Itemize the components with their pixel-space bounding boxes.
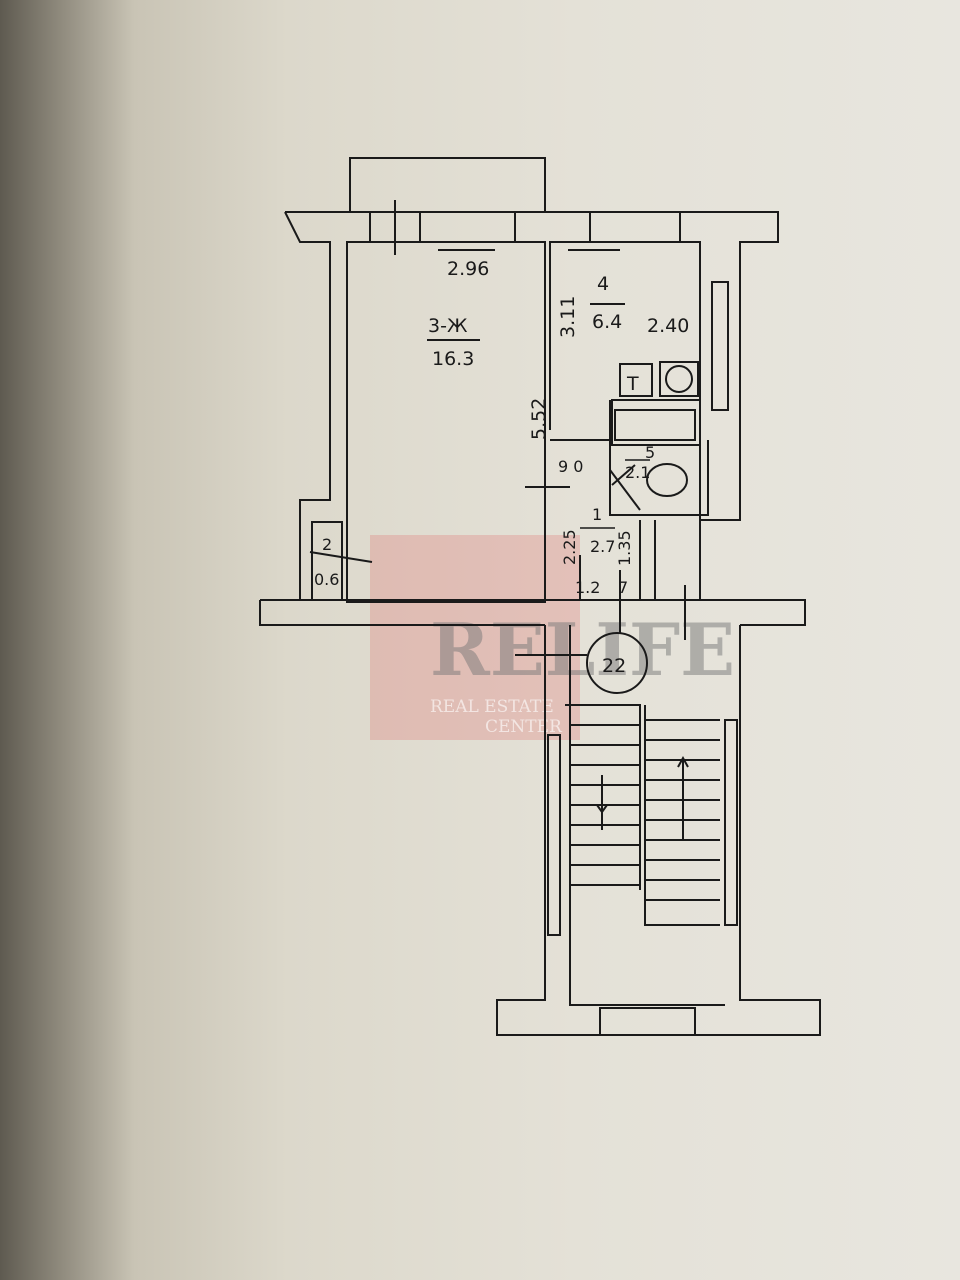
watermark-logo: RELIFE REAL ESTATE CENTER: [370, 535, 735, 740]
boiler: [659, 361, 699, 397]
plan-line: [724, 719, 738, 926]
plan-label: 3.11: [557, 296, 579, 338]
arrow-down-icon: [596, 775, 608, 830]
plan-label: 1.2: [575, 578, 600, 597]
plan-label: 1: [592, 505, 602, 524]
plan-line: [609, 464, 641, 511]
plan-line: [565, 625, 725, 1006]
plan-label: RELIFE: [430, 607, 735, 692]
plan-line: [614, 409, 696, 441]
plan-label: 2: [322, 535, 332, 554]
plan-label: 4: [597, 273, 609, 295]
balcony: [349, 157, 546, 213]
plan-label: T: [626, 373, 639, 395]
window: [599, 1007, 696, 1036]
plan-line: 2.96 3-Ж 16.3 5.52 4 6.4 3.11 2.40 5 2.1…: [314, 258, 689, 677]
bathroom-walls: [550, 400, 709, 516]
plan-label: 16.3: [432, 348, 474, 370]
outer-wall-bottom: [259, 599, 806, 626]
plan-label: 9 0: [558, 457, 583, 476]
plan-line: [570, 724, 640, 886]
outer-wall-top: [285, 211, 779, 521]
plan-label: 5: [645, 443, 655, 462]
plan-label: 3-Ж: [428, 315, 468, 337]
stairwell-marker: [586, 632, 648, 694]
plan-line: [309, 551, 373, 563]
plan-label: 2.1: [625, 463, 650, 482]
plan-label: CENTER: [485, 717, 563, 737]
toilet: [646, 463, 688, 497]
window: [589, 211, 681, 243]
plan-line: [665, 365, 693, 393]
bathtub: [611, 399, 701, 446]
plan-label: 2.25: [560, 529, 579, 565]
plan-label: 0.6: [314, 570, 339, 589]
plan-label: 2.96: [447, 258, 489, 280]
plan-label: REAL ESTATE: [430, 697, 554, 717]
arrow-up-icon: [677, 755, 689, 840]
plan-label: 6.4: [592, 311, 622, 333]
plan-label: 2.40: [647, 315, 689, 337]
stove: [619, 363, 653, 397]
plan-line: [544, 455, 701, 600]
radiator: [711, 281, 729, 411]
plan-label: 5.52: [528, 398, 550, 440]
plan-label: 2.7: [590, 537, 615, 556]
plan-line: [547, 734, 561, 936]
plan-label: 7: [618, 578, 628, 597]
outer-wall-left: [284, 211, 331, 600]
plan-label: 22: [602, 655, 626, 677]
stairs: [570, 719, 720, 901]
window: [419, 211, 516, 243]
plan-label: 1.35: [615, 530, 634, 566]
